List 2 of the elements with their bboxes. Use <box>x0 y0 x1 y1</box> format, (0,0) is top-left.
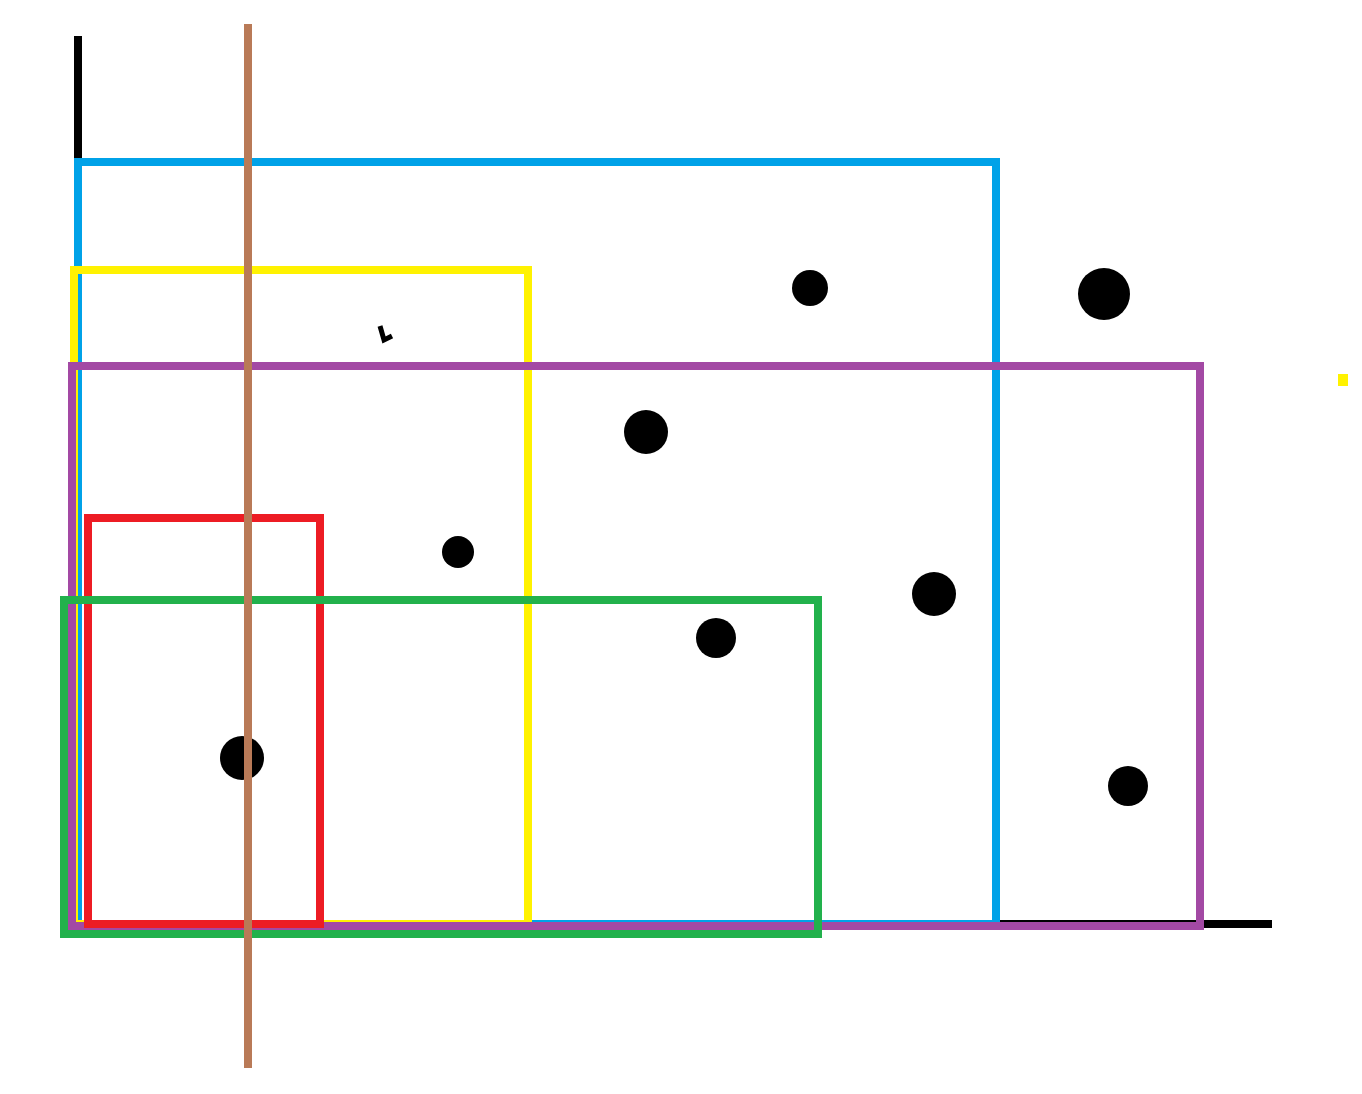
dot <box>1078 268 1130 320</box>
outline-rectangle <box>68 362 1204 930</box>
